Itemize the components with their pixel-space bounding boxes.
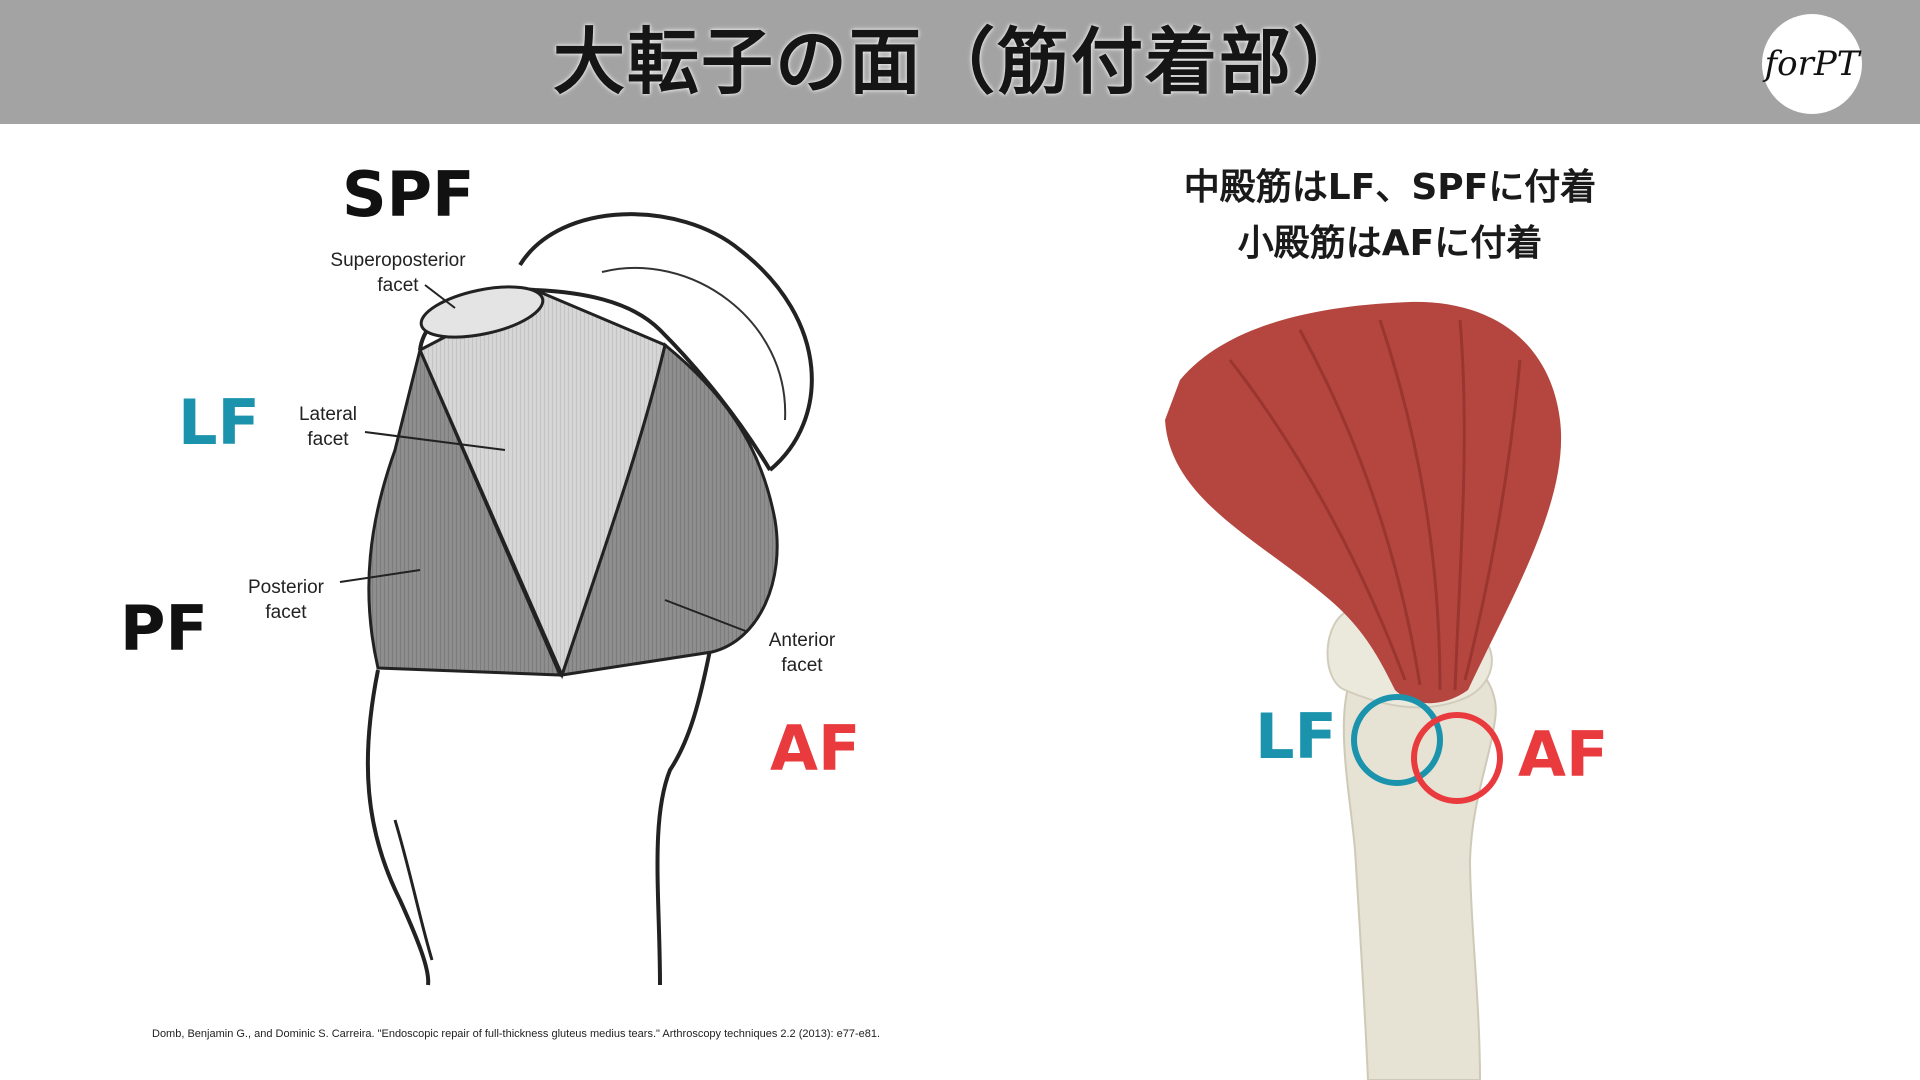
superoposterior-line2: facet [377,275,419,296]
note-gluteus-minimus: 小殿筋はAFに付着 [1237,223,1543,264]
femur-shaft-inner [393,819,434,961]
lf-circle [1351,694,1443,786]
label-spf: SPF [342,158,475,231]
label-lateral-facet: Lateral facet [278,402,378,452]
femur-bone [1342,653,1497,1080]
page-title: 大転子の面（筋付着部） [552,20,1367,104]
forpt-logo: forPT [1762,14,1862,114]
title-bar [0,0,1920,124]
superoposterior-facet [419,285,545,339]
posterior-line1: Posterior [247,577,325,598]
femoral-head-outline [518,212,814,472]
note-gluteus-medius: 中殿筋はLF、SPFに付着 [1183,167,1597,208]
lateral-facet [418,288,667,680]
af-circle [1411,712,1503,804]
femur-shaft-left [365,669,431,986]
lateral-line1: Lateral [298,404,358,425]
leader-superoposterior [424,284,456,309]
muscle-fibers [1228,319,1522,691]
right-label-lf: LF [1255,700,1337,773]
femoral-head-inner [601,266,787,421]
anterior-line2: facet [781,655,823,676]
anterior-line1: Anterior [768,630,836,651]
label-lf: LF [178,386,260,459]
leader-posterior [339,569,421,583]
lateral-line2: facet [307,429,349,450]
citation: Domb, Benjamin G., and Dominic S. Carrei… [152,1028,881,1040]
femur-shaft-right [655,649,712,986]
logo-text: forPT [1764,44,1860,84]
label-superoposterior-facet: Superoposterior facet [318,248,478,298]
posterior-line2: facet [265,602,307,623]
label-af: AF [770,712,861,785]
label-anterior-facet: Anterior facet [752,628,852,678]
leader-anterior [664,599,749,633]
label-pf: PF [120,592,208,665]
right-label-af: AF [1518,718,1609,791]
superoposterior-line1: Superoposterior [330,250,466,271]
label-posterior-facet: Posterior facet [236,575,336,625]
gluteus-medius-muscle [1165,301,1562,704]
leader-lateral [364,431,506,451]
posterior-facet [367,345,563,677]
